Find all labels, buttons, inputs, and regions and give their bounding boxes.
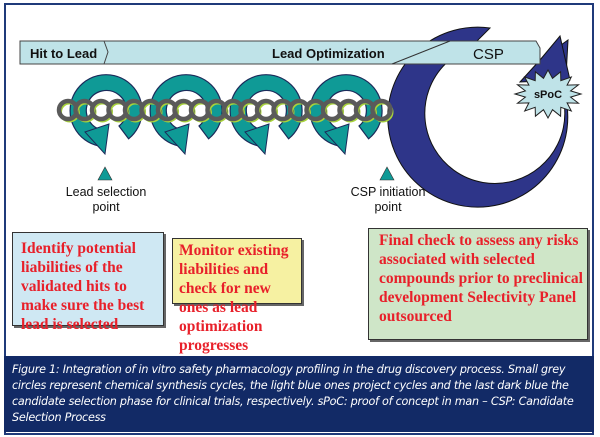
figure-caption: Figure 1: Integration of in vitro safety… — [4, 356, 594, 432]
spoc-burst: sPoC — [513, 68, 583, 120]
project-cycle-arrowhead — [164, 123, 190, 156]
phase-lead-optimization: Lead Optimization — [272, 46, 385, 61]
lead-selection-marker-icon — [97, 166, 113, 181]
chemical-synthesis-chain — [56, 98, 394, 123]
csp-initiation-label-line1: CSP initiation — [350, 185, 426, 199]
project-cycle-arrowhead — [324, 123, 350, 156]
csp-box: Final check to assess any risks associat… — [368, 228, 588, 340]
phase-csp: CSP — [473, 46, 504, 63]
phase-divider-slant — [391, 40, 451, 65]
csp-initiation-label-line2: point — [374, 200, 402, 214]
lead-selection-label: Lead selection point — [60, 185, 152, 215]
csp-initiation-marker-icon — [379, 166, 395, 181]
synthesis-cycle — [370, 98, 393, 122]
lead-optimization-box: Monitor existing liabilities and check f… — [172, 238, 302, 354]
project-cycle — [69, 74, 143, 156]
hit-to-lead-box: Identify potential liabilities of the va… — [12, 232, 164, 333]
spoc-label: sPoC — [534, 89, 562, 101]
project-cycle-arrowhead — [244, 123, 270, 156]
project-cycle-arrowhead — [84, 123, 110, 156]
csp-initiation-label: CSP initiation point — [340, 185, 436, 215]
phase-hit-to-lead: Hit to Lead — [30, 46, 97, 61]
lead-selection-label-line2: point — [92, 200, 120, 214]
project-cycles — [69, 74, 383, 156]
phase-divider — [103, 40, 109, 65]
lead-selection-label-line1: Lead selection — [65, 185, 147, 199]
timeline-bar: Hit to Lead Lead Optimization CSP — [19, 40, 541, 65]
